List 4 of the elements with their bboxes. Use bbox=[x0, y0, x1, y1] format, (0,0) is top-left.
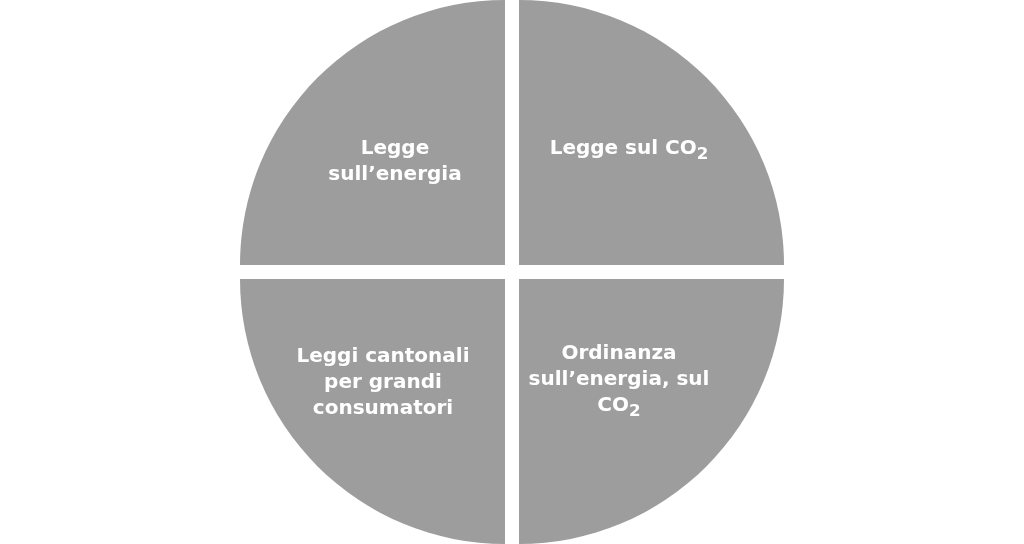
segment-label: Legge sul CO$_{2}$ bbox=[548, 133, 710, 165]
segment-label: Leggi cantonali per grandi consumatori bbox=[295, 342, 471, 420]
segment-label: Ordinanza sull’energia, sul CO$_{2}$ bbox=[527, 338, 711, 422]
segment-label: Legge sull’energia bbox=[327, 134, 463, 186]
